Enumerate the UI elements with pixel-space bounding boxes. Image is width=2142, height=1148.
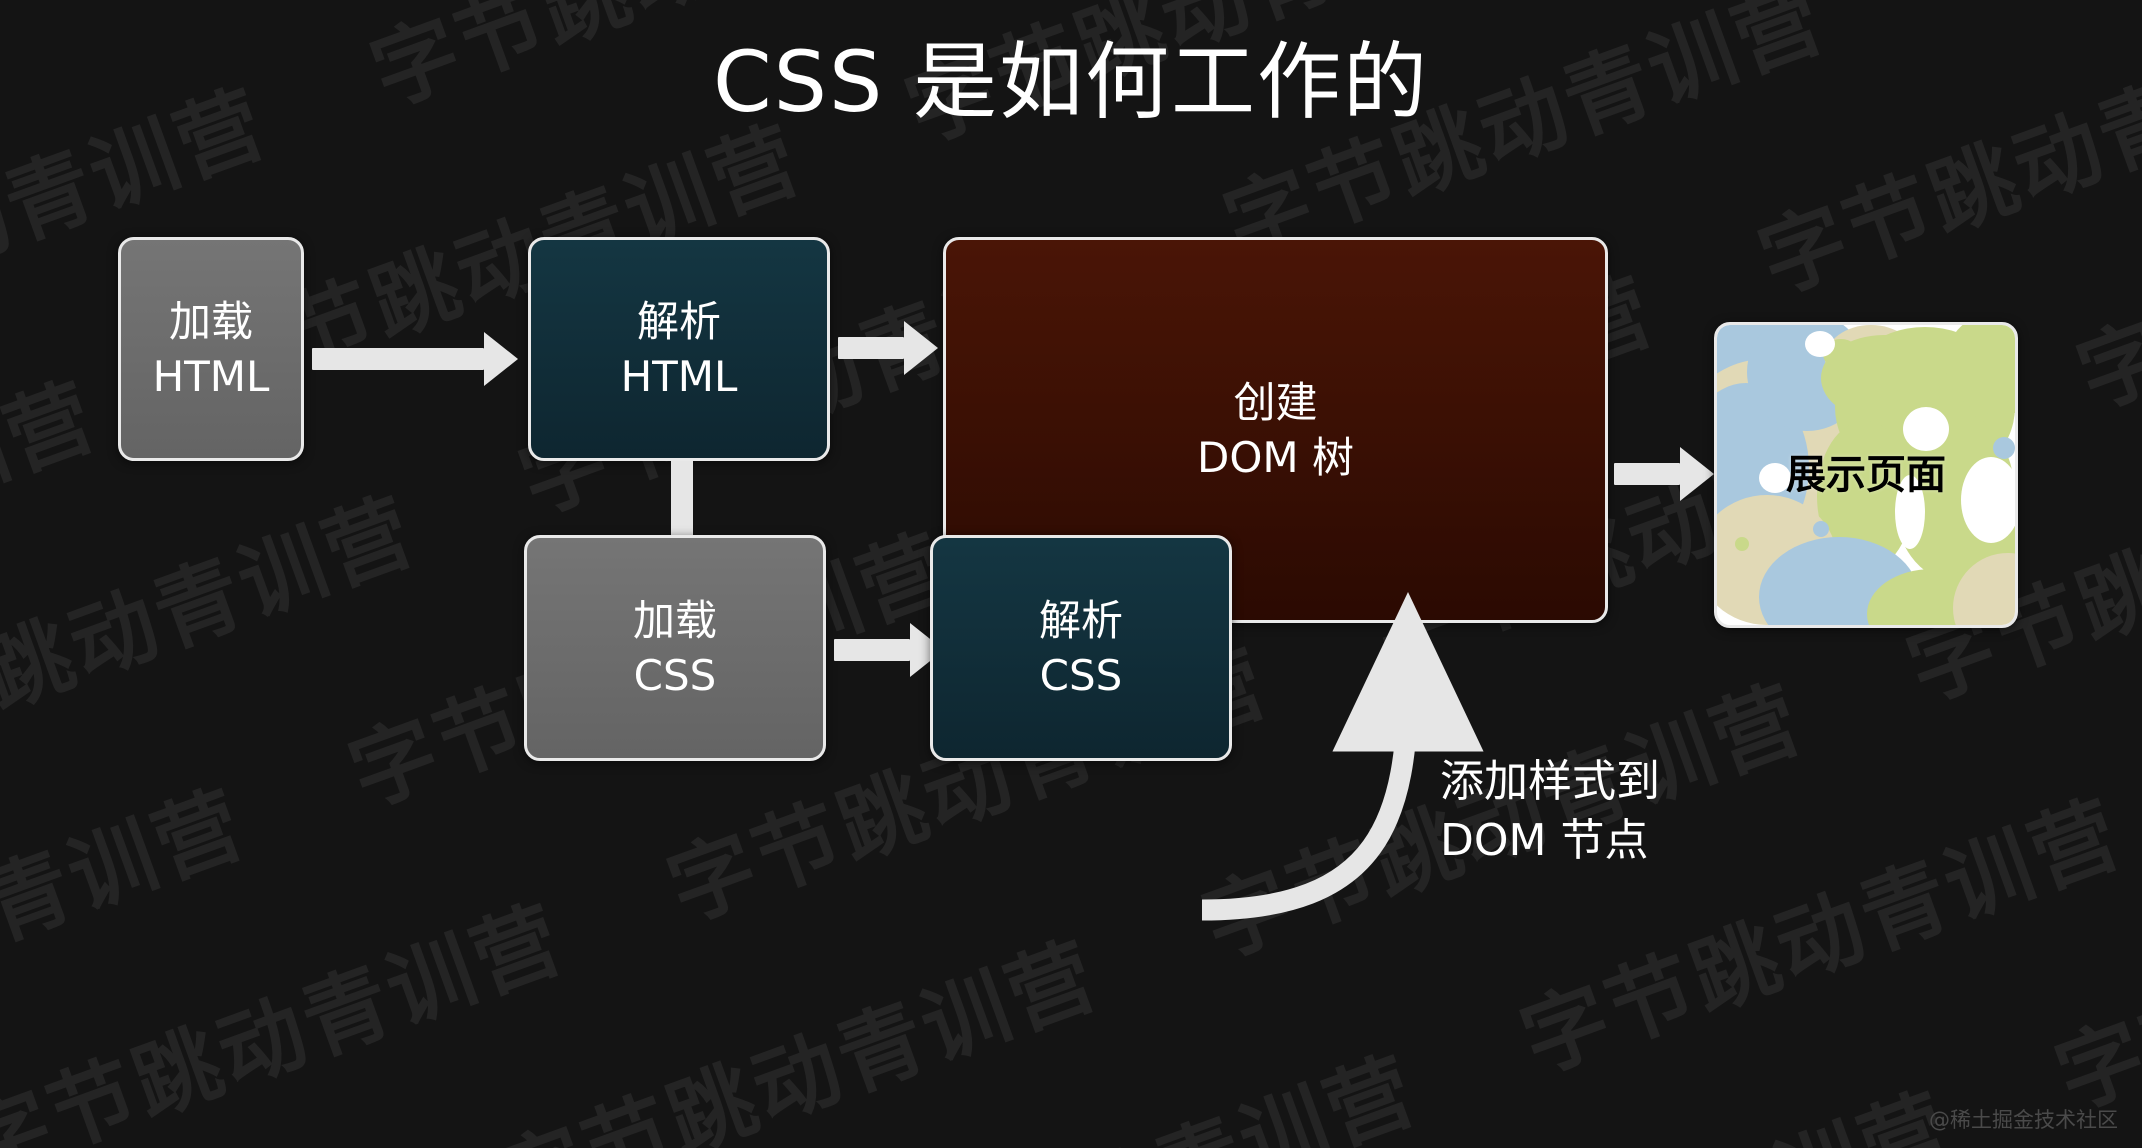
art-blob-highlight bbox=[1895, 475, 1925, 549]
art-blob bbox=[1813, 521, 1829, 537]
art-blob-highlight bbox=[1759, 463, 1791, 493]
flow-node-load-html[interactable]: 加载 HTML bbox=[118, 237, 304, 461]
watermark-text: 字节跳动青训营 bbox=[0, 480, 429, 790]
arrow-shaft bbox=[1614, 463, 1680, 485]
node-line-1: 解析 bbox=[636, 296, 721, 346]
arrow-create-dom-to-render-page bbox=[1614, 442, 1714, 506]
flow-node-parse-html[interactable]: 解析 HTML bbox=[528, 237, 830, 461]
watermark-text: 字节跳动青训营 bbox=[485, 924, 1112, 1148]
node-line-1: 创建 bbox=[1233, 377, 1318, 427]
flow-node-parse-css[interactable]: 解析 CSS bbox=[930, 535, 1232, 761]
arrow-head bbox=[1680, 447, 1714, 501]
node-line-2: CSS bbox=[633, 651, 717, 700]
arrow-load-html-to-parse-html bbox=[312, 327, 518, 391]
curve-path bbox=[1201, 591, 1484, 921]
curve-arrow-label: 添加样式到 DOM 节点 bbox=[1440, 752, 1660, 871]
arrow-shaft bbox=[671, 461, 693, 551]
arrow-shaft bbox=[312, 348, 484, 370]
node-line-1: 解析 bbox=[1038, 595, 1123, 645]
art-blob-highlight bbox=[1961, 457, 2015, 543]
node-line-1: 加载 bbox=[632, 595, 717, 645]
art-blob-highlight bbox=[1903, 407, 1949, 451]
watermark-text: 字节跳动青训营 bbox=[0, 365, 111, 675]
node-line-2: CSS bbox=[1039, 651, 1123, 700]
art-blob-highlight bbox=[1805, 331, 1835, 357]
watermark-text: 字节跳动青训营 bbox=[1910, 0, 2142, 24]
node-line-1: 展示页面 bbox=[1786, 451, 1946, 498]
arrow-shaft bbox=[834, 639, 910, 661]
watermark-text: 字节跳动青训营 bbox=[33, 0, 668, 14]
curve-label-line-1: 添加样式到 bbox=[1440, 756, 1660, 807]
arrow-parse-html-to-create-dom bbox=[838, 316, 938, 380]
node-line-1: 加载 bbox=[168, 296, 253, 346]
art-blob bbox=[1735, 537, 1749, 551]
credit-watermark: @稀土掘金技术社区 bbox=[1929, 1108, 2118, 1132]
page-title: CSS 是如何工作的 bbox=[713, 33, 1429, 131]
node-line-2: HTML bbox=[620, 352, 738, 401]
node-line-2: HTML bbox=[152, 352, 270, 401]
watermark-text: 字节跳动青训营 bbox=[2065, 118, 2142, 429]
arrow-head bbox=[904, 321, 938, 375]
flow-node-render-page[interactable]: 展示页面 bbox=[1714, 322, 2018, 628]
watermark-text: 字节跳动青训营 bbox=[0, 888, 578, 1148]
watermark-text: 字节跳动青训营 bbox=[797, 1020, 1432, 1148]
art-blob bbox=[1993, 437, 2015, 459]
watermark-text: 字节跳动青训营 bbox=[1332, 1056, 1967, 1148]
flow-node-load-css[interactable]: 加载 CSS bbox=[524, 535, 826, 761]
watermark-text: 字节跳动青训营 bbox=[0, 773, 259, 1083]
node-line-2: DOM 树 bbox=[1197, 433, 1354, 482]
curve-label-line-2: DOM 节点 bbox=[1440, 815, 1649, 867]
render-page-artwork bbox=[1717, 325, 2015, 625]
arrow-parse-css-to-create-dom bbox=[1201, 591, 1484, 921]
arrow-head bbox=[484, 332, 518, 386]
arrow-shaft bbox=[838, 337, 904, 359]
watermark-text: 字节跳动青训营 bbox=[2043, 819, 2142, 1129]
